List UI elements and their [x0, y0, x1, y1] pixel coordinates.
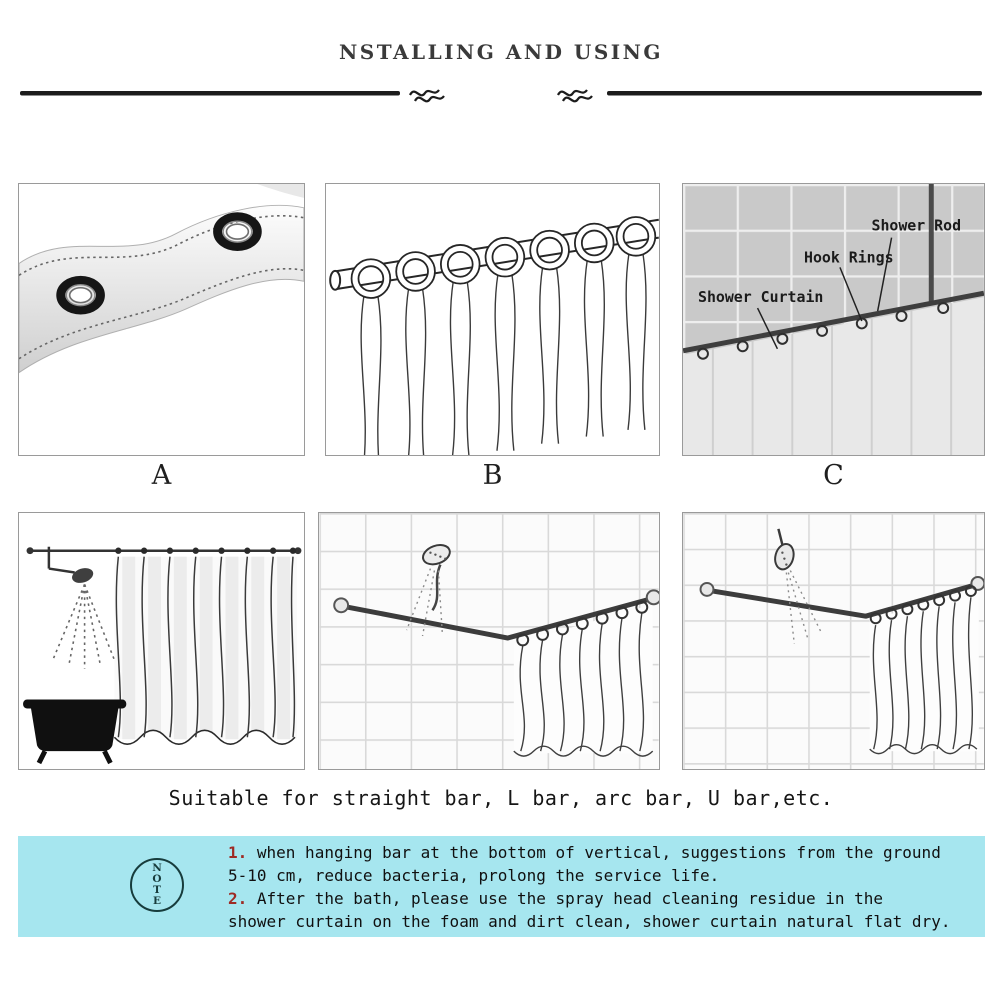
stitch-line-bottom: [19, 267, 304, 360]
spray-icon: [405, 568, 444, 637]
hook-rings-illustration: [329, 184, 659, 455]
shower-head-icon: [47, 546, 94, 583]
grommet-icon: [213, 212, 262, 252]
wall-mount-icon: [970, 576, 984, 591]
page-title: NSTALLING AND USING: [338, 40, 664, 64]
stitch-line-top: [19, 215, 304, 276]
wall-mount-icon: [333, 597, 350, 614]
shower-head-icon: [774, 528, 795, 571]
note-item-2-text: After the bath, please use the spray hea…: [228, 889, 951, 931]
hook-ring-icon: [352, 217, 656, 298]
suitability-caption: Suitable for straight bar, L bar, arc ba…: [168, 786, 834, 810]
figure-label-b: B: [482, 460, 503, 491]
label-leader-lines: [756, 237, 893, 350]
panel-grommet-detail: [18, 183, 305, 456]
panel-hook-rings: [325, 183, 660, 456]
shower-head-icon: [422, 544, 451, 611]
hook-ring-icon: [516, 600, 649, 647]
note-item-2: 2.After the bath, please use the spray h…: [228, 887, 978, 933]
grommet-icon: [56, 275, 105, 315]
panel-labelled-parts: Shower Rod Hook Rings Shower Curtain: [682, 183, 985, 456]
curtain-hem-mask: [114, 730, 295, 769]
shower-rod-line: [683, 290, 984, 354]
curtain-area: [869, 588, 979, 752]
curtain-bottom-edge: [513, 745, 654, 757]
figure-label-a: A: [151, 460, 172, 491]
curtain-fold-lines: [872, 597, 973, 750]
note-stamp-letter: N: [152, 862, 162, 874]
corner-rod-curtain-illustration: [683, 513, 984, 769]
curtain-area: [513, 604, 653, 754]
ornamental-divider: [20, 89, 982, 103]
corner-rod-illustration: [319, 513, 659, 769]
shower-curtain-label: Shower Curtain: [698, 288, 823, 306]
note-stamp-letter: E: [152, 895, 161, 907]
corner-rod-line: [342, 595, 654, 641]
note-item-1-number: 1.: [228, 843, 248, 862]
wall-mount-icon: [645, 589, 659, 606]
spray-icon: [52, 584, 116, 669]
curtain-rings: [115, 547, 297, 554]
note-item-2-number: 2.: [228, 889, 248, 908]
shower-rod-line: [26, 547, 302, 555]
figure-label-c: C: [823, 460, 844, 491]
curtain-fold-lines: [711, 303, 953, 455]
note-stamp-letter: T: [153, 884, 161, 896]
curtain-area: [683, 297, 984, 455]
hook-rings-label: Hook Rings: [804, 248, 894, 266]
note-stamp-letter: O: [152, 873, 162, 885]
bathtub-scene-illustration: [23, 546, 302, 769]
curtain-corner-fold: [257, 184, 304, 198]
panel-bathtub-scene: [18, 512, 305, 770]
hook-ring-icon: [697, 302, 950, 360]
curtain-bottom-edge: [113, 729, 296, 745]
curtain-shading: [114, 556, 297, 740]
panel-corner-rod-curtain: [682, 512, 985, 770]
note-stamp-icon: N O T E: [130, 858, 184, 912]
note-item-1: 1.when hanging bar at the bottom of vert…: [228, 841, 978, 887]
curtain-fold-lines: [519, 613, 645, 752]
note-box: N O T E 1.when hanging bar at the bottom…: [18, 836, 985, 937]
note-text: 1.when hanging bar at the bottom of vert…: [228, 841, 978, 933]
curtain-fold-lines: [115, 556, 296, 738]
shower-rod-label: Shower Rod: [871, 217, 961, 235]
wall-mount-icon: [699, 581, 715, 597]
bathtub-icon: [23, 699, 127, 765]
note-item-1-text: when hanging bar at the bottom of vertic…: [228, 843, 941, 885]
grommet-illustration: [19, 184, 304, 374]
hook-ring-icon: [869, 585, 977, 625]
curtain-bottom-edge: [869, 744, 978, 755]
labelled-parts-illustration: Shower Rod Hook Rings Shower Curtain: [683, 184, 984, 455]
spray-icon: [785, 570, 823, 645]
panel-corner-rod-shower: [318, 512, 660, 770]
